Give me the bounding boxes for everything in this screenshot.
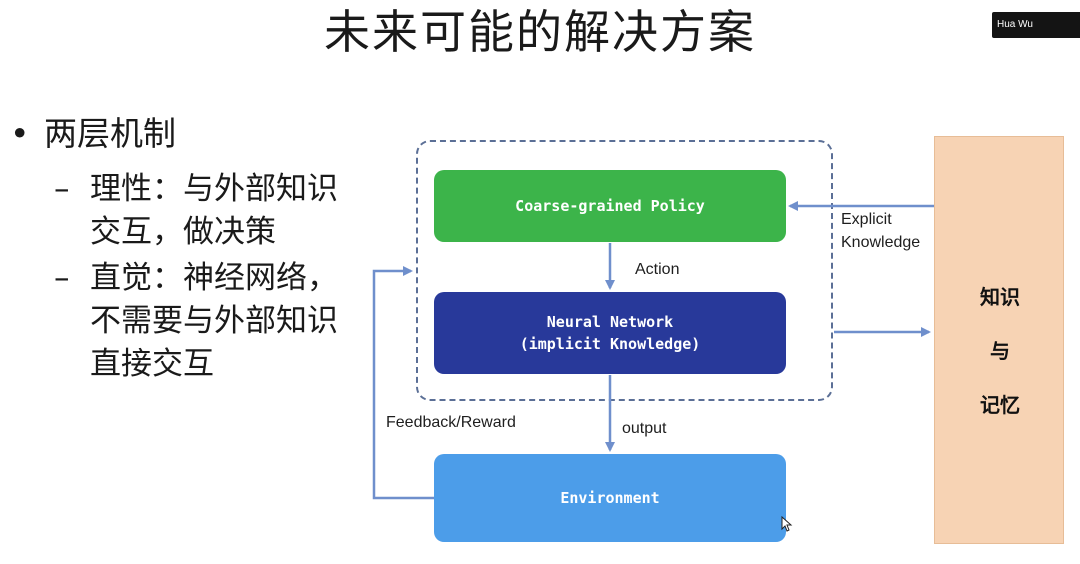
side-panel-line1: 知识 xyxy=(980,285,1020,309)
explicit-knowledge-label-line1: Explicit xyxy=(841,211,892,228)
side-panel-line3: 记忆 xyxy=(980,393,1020,417)
feedback-reward-label: Feedback/Reward xyxy=(386,414,516,431)
network-label-line2: (implicit Knowledge) xyxy=(519,335,701,353)
neural-network-node: Neural Network (implicit Knowledge) xyxy=(434,292,786,374)
bullet-dash-icon: – xyxy=(54,171,70,207)
participant-video-tile[interactable]: Hua Wu xyxy=(992,12,1080,38)
output-label: output xyxy=(622,420,667,437)
bullet-main-text: 两层机制 xyxy=(44,114,176,153)
coarse-grained-policy-node: Coarse-grained Policy xyxy=(434,170,786,242)
network-label-line1: Neural Network xyxy=(546,313,674,331)
bullet-subitem-text: 理性：与外部知识交互，做决策 xyxy=(90,171,338,250)
bullet-dash-icon: – xyxy=(54,260,70,296)
bullet-subitem-text: 直觉：神经网络，不需要与外部知识直接交互 xyxy=(90,260,338,382)
explicit-knowledge-label-line2: Knowledge xyxy=(841,234,921,251)
slide-title: 未来可能的解决方案 xyxy=(324,5,756,59)
participant-name: Hua Wu xyxy=(997,19,1033,30)
mouse-cursor-icon xyxy=(781,516,793,532)
bullet-item-main: • 两层机制 xyxy=(10,112,176,156)
dashed-agent-boundary xyxy=(416,140,833,401)
environment-label: Environment xyxy=(560,489,660,507)
action-label: Action xyxy=(635,261,680,278)
bullet-dot-icon: • xyxy=(10,114,30,153)
policy-label: Coarse-grained Policy xyxy=(515,197,705,215)
side-panel-line2: 与 xyxy=(990,339,1010,363)
knowledge-memory-panel: 知识 与 记忆 xyxy=(934,136,1064,544)
feedback-arrow xyxy=(372,266,434,500)
environment-node: Environment xyxy=(434,454,786,542)
